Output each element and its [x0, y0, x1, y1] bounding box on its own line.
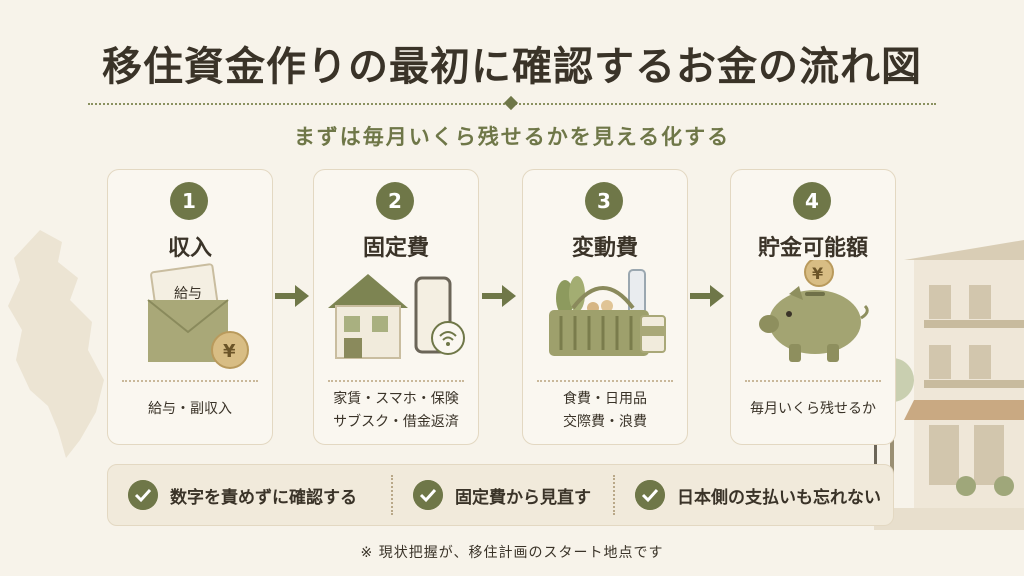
- step-description: 毎月いくら残せるか: [731, 398, 895, 421]
- piggy-bank-icon: ¥: [759, 260, 869, 362]
- check-text: 固定費から見直す: [455, 487, 591, 508]
- step-number: 2: [376, 182, 414, 220]
- step-card-savings: 4 貯金可能額 ¥ 毎月いくら残せるか: [730, 169, 896, 445]
- card-separator: [537, 380, 673, 382]
- card-separator: [122, 380, 258, 382]
- step-card-fixed-costs: 2 固定費 家賃・スマホ・保険 サブスク・借金返済: [313, 169, 479, 445]
- step-number: 4: [793, 182, 831, 220]
- desc-line: 家賃・スマホ・保険: [333, 391, 459, 407]
- check-separator: [613, 475, 615, 515]
- page-subtitle: まずは毎月いくら残せるかを見える化する: [293, 125, 731, 149]
- desc-line: 交際費・浪費: [563, 414, 647, 430]
- check-item: 日本側の支払いも忘れない: [635, 465, 881, 525]
- desc-line: 給与・副収入: [148, 401, 232, 417]
- check-icon: [413, 480, 443, 510]
- step-label: 貯金可能額: [757, 236, 868, 261]
- desc-line: サブスク・借金返済: [333, 414, 459, 430]
- page-title: 移住資金作りの最初に確認するお金の流れ図: [102, 44, 922, 90]
- step-description: 給与・副収入: [108, 398, 272, 421]
- step-card-income: 1 収入 給与 ¥ 給与・副収入: [107, 169, 273, 445]
- step-card-variable-costs: 3 変動費 食費・日用品 交際費・浪費: [522, 169, 688, 445]
- arrow-right-icon: [275, 285, 309, 307]
- footnote: ※ 現状把握が、移住計画のスタート地点です: [360, 545, 664, 561]
- step-description: 食費・日用品 交際費・浪費: [523, 388, 687, 434]
- checklist-panel: 数字を責めずに確認する 固定費から見直す 日本側の支払いも忘れない: [107, 464, 894, 526]
- yen-coin-label: ¥: [812, 264, 823, 283]
- map-silhouette-decoration: [8, 230, 104, 458]
- yen-coin-label: ¥: [223, 341, 236, 362]
- salary-slip-label: 給与: [174, 286, 202, 302]
- step-label: 収入: [167, 236, 212, 261]
- salary-envelope-icon: 給与 ¥: [147, 263, 249, 369]
- arrow-right-icon: [482, 285, 516, 307]
- check-icon: [128, 480, 158, 510]
- step-number: 3: [585, 182, 623, 220]
- desc-line: 毎月いくら残せるか: [750, 401, 876, 417]
- house-and-phone-icon: [328, 274, 465, 359]
- divider-diamond: [503, 95, 519, 111]
- step-label: 固定費: [362, 236, 429, 261]
- check-text: 数字を責めずに確認する: [170, 487, 357, 508]
- step-number: 1: [170, 182, 208, 220]
- card-separator: [328, 380, 464, 382]
- step-description: 家賃・スマホ・保険 サブスク・借金返済: [314, 388, 478, 434]
- check-text: 日本側の支払いも忘れない: [677, 487, 881, 508]
- check-item: 固定費から見直す: [413, 465, 591, 525]
- step-label: 変動費: [571, 236, 638, 261]
- building-street-decoration: [874, 240, 1024, 530]
- arrow-right-icon: [690, 285, 724, 307]
- check-separator: [391, 475, 393, 515]
- check-icon: [635, 480, 665, 510]
- shopping-basket-icon: [549, 269, 666, 356]
- desc-line: 食費・日用品: [563, 391, 647, 407]
- card-separator: [745, 380, 881, 382]
- check-item: 数字を責めずに確認する: [128, 465, 357, 525]
